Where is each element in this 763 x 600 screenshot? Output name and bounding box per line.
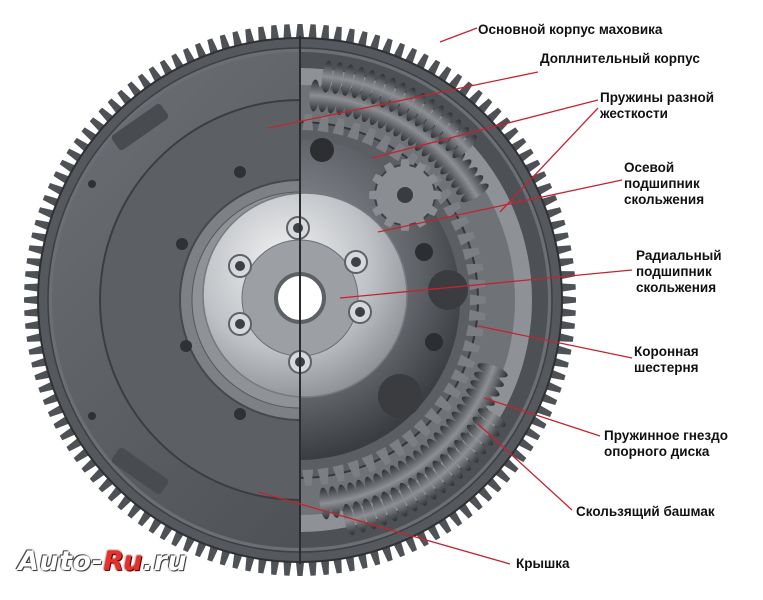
label-ring-gear: Коронная шестерня [634,344,699,375]
label-springs: Пружины разной жесткости [600,90,715,121]
label-spring-seat: Пружинное гнездо опорного диска [604,428,728,459]
label-main-housing: Основной корпус маховика [478,22,663,37]
leader-ring-gear [477,325,633,359]
leader-cover [257,491,511,565]
label-radial-bearing: Радиальный подшипник скольжения [636,248,722,295]
leader-spring-seat [483,397,601,437]
leader-sliding-shoe [477,423,573,511]
leader-springs-1 [371,99,599,159]
label-cover: Крышка [516,556,570,571]
leader-axial-bearing [377,179,623,233]
leader-main-housing [439,27,478,43]
leader-radial-bearing [339,269,633,299]
leader-extra-housing [267,71,539,129]
label-sliding-shoe: Скользящий башмак [576,504,715,519]
watermark-logo: Auto-Ru.ru [18,546,188,577]
leader-springs-2 [499,107,599,213]
leader-lines [257,27,633,565]
label-axial-bearing: Осевой подшипник скольжения [624,160,705,207]
label-extra-housing: Доплнительный корпус [540,51,700,66]
